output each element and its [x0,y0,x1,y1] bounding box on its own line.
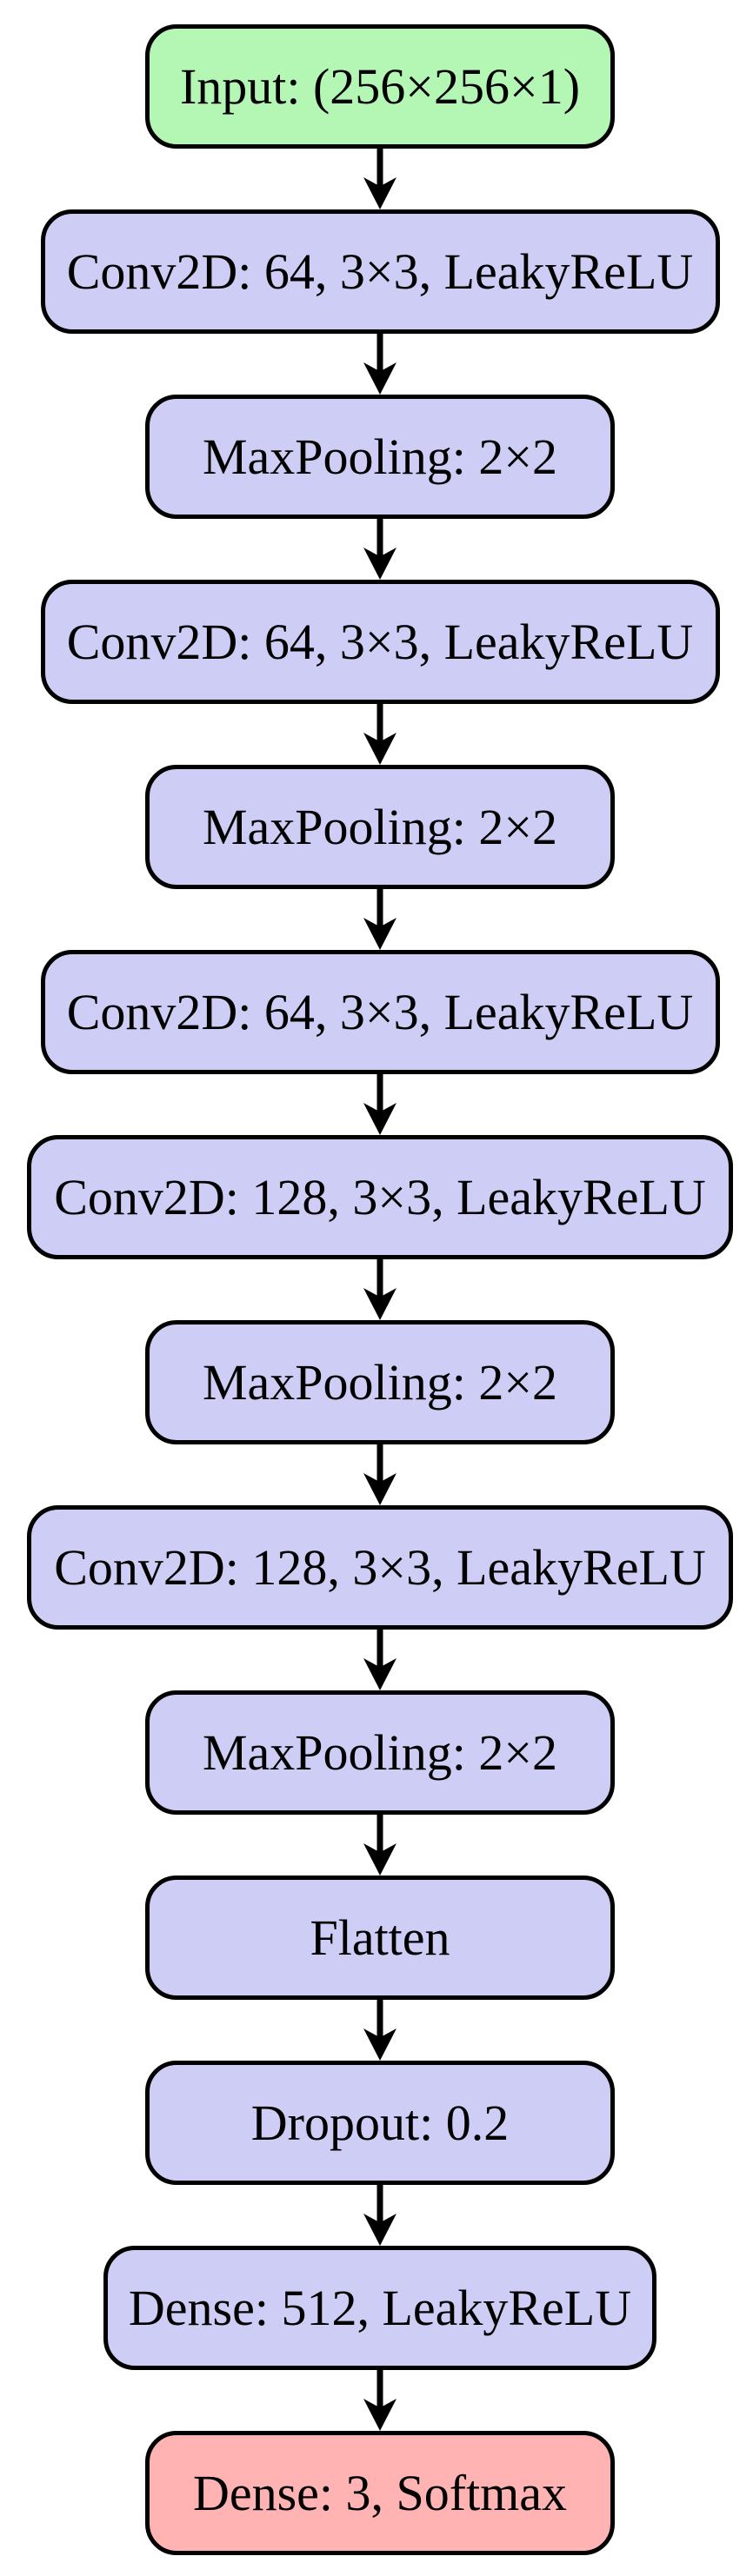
arrow-shaft [376,1630,383,1671]
flow-arrow-11 [361,2000,399,2061]
node-conv2d-128-1: Conv2D: 128, 3×3, LeakyReLU [27,1135,733,1259]
node-maxpool-4: MaxPooling: 2×2 [145,1690,615,1815]
arrow-shaft [376,1074,383,1116]
node-maxpool-1: MaxPooling: 2×2 [145,395,615,519]
arrow-shaft [376,2370,383,2412]
node-conv2d-64-2: Conv2D: 64, 3×3, LeakyReLU [40,580,720,704]
flow-arrow-5 [361,889,399,950]
node-dense-512: Dense: 512, LeakyReLU [103,2246,656,2370]
flow-arrow-9 [361,1630,399,1690]
flow-arrow-8 [361,1444,399,1505]
flow-arrow-13 [361,2370,399,2431]
node-conv2d-128-2: Conv2D: 128, 3×3, LeakyReLU [27,1505,733,1630]
flow-arrow-10 [361,1815,399,1876]
flow-arrow-4 [361,704,399,765]
arrow-shaft [376,889,383,931]
arrow-shaft [376,704,383,746]
node-dense-output: Dense: 3, Softmax [145,2431,615,2555]
flow-arrow-12 [361,2185,399,2246]
node-dropout: Dropout: 0.2 [145,2061,615,2185]
node-flatten: Flatten [145,1876,615,2000]
arrow-shaft [376,2185,383,2227]
node-maxpool-3: MaxPooling: 2×2 [145,1320,615,1444]
flow-arrow-2 [361,334,399,395]
flow-arrow-3 [361,519,399,580]
arrow-shaft [376,1815,383,1856]
node-maxpool-2: MaxPooling: 2×2 [145,765,615,889]
arrow-shaft [376,1444,383,1486]
node-conv2d-64-1: Conv2D: 64, 3×3, LeakyReLU [40,209,720,334]
arrow-shaft [376,149,383,190]
arrow-shaft [376,519,383,561]
arrow-shaft [376,1259,383,1301]
flow-arrow-6 [361,1074,399,1135]
node-input: Input: (256×256×1) [145,24,615,149]
arrow-shaft [376,334,383,375]
node-conv2d-64-3: Conv2D: 64, 3×3, LeakyReLU [40,950,720,1074]
flow-arrow-1 [361,149,399,209]
flow-arrow-7 [361,1259,399,1320]
arrow-shaft [376,2000,383,2042]
